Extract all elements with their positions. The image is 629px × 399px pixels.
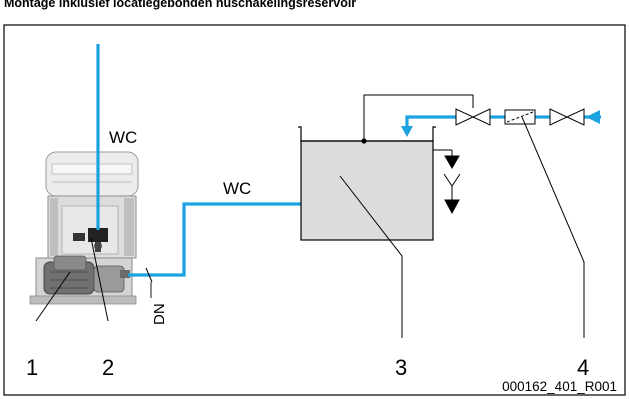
leader-line-3: [339, 175, 403, 338]
solenoid-valve-icon: [471, 108, 491, 126]
pump-body: [93, 265, 125, 293]
dn-marker-tick: [145, 267, 153, 283]
make-up-outlet-pipe: [405, 115, 456, 128]
callout-4: 4: [577, 355, 589, 380]
make-up-tank: [298, 94, 474, 241]
inlet-flow-arrow: [586, 110, 600, 124]
callout-3: 3: [395, 355, 407, 380]
device-top-cover-inner: [51, 163, 133, 175]
callout-1: 1: [26, 355, 38, 380]
solenoid-valve-icon: [455, 108, 475, 126]
device-valve-stem: [95, 242, 101, 252]
tank-rim: [298, 126, 436, 142]
figure-heading: Montage inklusief locatiegebonden nuscha…: [4, 0, 357, 10]
device-cabinet-frame-right: [124, 198, 134, 256]
tank-body: [300, 140, 434, 241]
pump-motor-fan-cover: [53, 255, 87, 271]
pressurisation-device: [29, 151, 139, 305]
system-separator-icon: [504, 109, 536, 125]
wc-horizontal-label: WC: [223, 179, 251, 198]
pump-flange: [120, 270, 130, 278]
diagram-frame: [3, 24, 626, 396]
overflow-drain: [433, 149, 461, 215]
make-up-fittings: [455, 108, 585, 126]
device-cabinet-frame-left: [50, 198, 58, 256]
dn-label: DN: [151, 303, 168, 325]
callout-2: 2: [102, 355, 114, 380]
outlet-flow-arrow: [401, 126, 413, 137]
wc-vertical-label: WC: [109, 128, 137, 147]
shutoff-valve-icon: [549, 108, 569, 126]
figure-id: 000162_401_R001: [502, 379, 617, 394]
tank-control-line: [363, 94, 474, 141]
device-base-plate: [29, 295, 137, 305]
drain-arrow-icon: [444, 199, 460, 215]
leader-line-1: [35, 271, 71, 322]
overflow-arrow-icon: [444, 155, 460, 169]
device-valve-handle: [73, 233, 85, 241]
callout-leaders: [35, 116, 585, 338]
wc-connection-pipe: [128, 202, 301, 277]
leader-line-4: [521, 116, 585, 338]
leader-line-2: [90, 237, 109, 322]
device-valve-block: [88, 228, 108, 242]
shutoff-valve-icon: [565, 108, 585, 126]
drain-funnel-icon: [443, 173, 461, 187]
